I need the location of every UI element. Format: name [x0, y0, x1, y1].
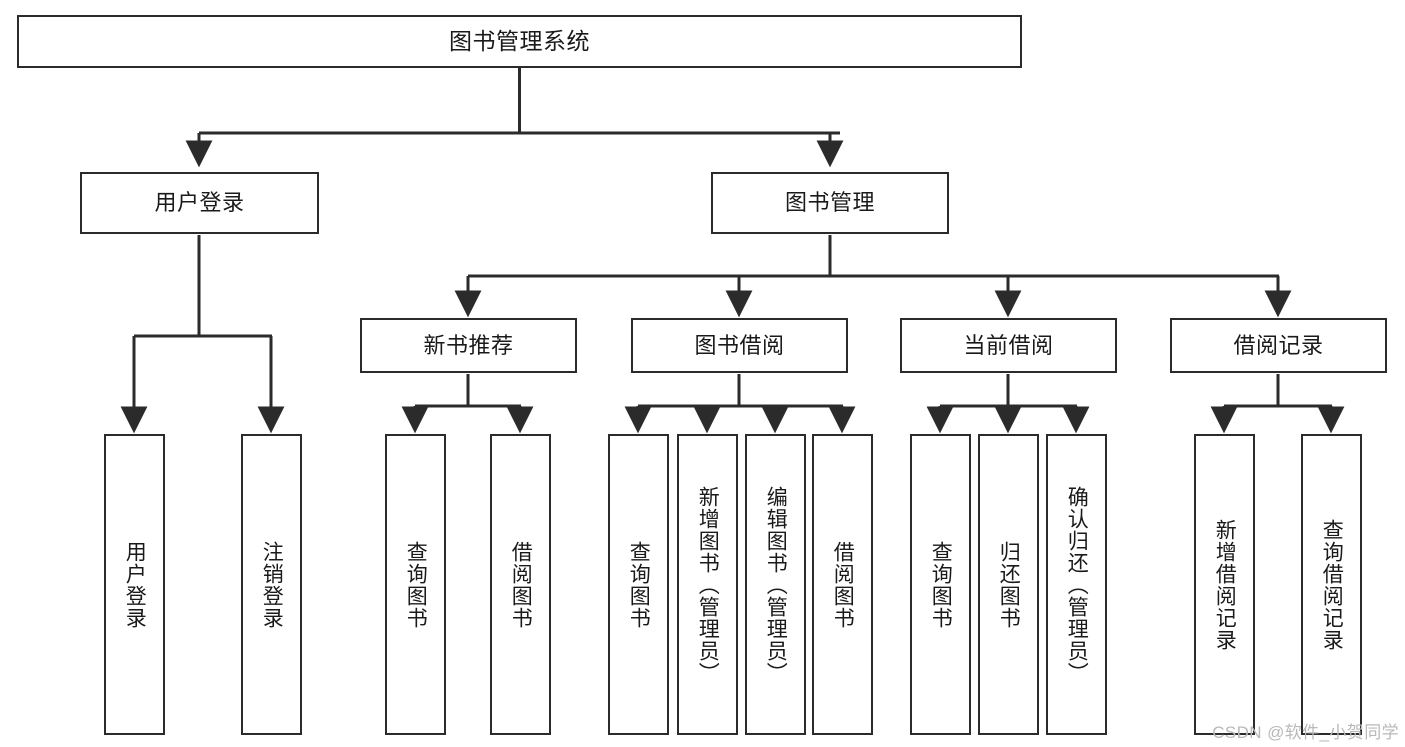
- node-leaf-logout-login-label: 注销登录: [260, 540, 284, 629]
- node-leaf-user-login-label: 用户登录: [123, 540, 147, 629]
- node-leaf-edit-book[interactable]: 编辑图书（管理员）: [745, 434, 806, 735]
- node-leaf-user-login[interactable]: 用户登录: [104, 434, 165, 735]
- node-leaf-logout-login[interactable]: 注销登录: [241, 434, 302, 735]
- node-borrow-record-label: 借阅记录: [1233, 332, 1324, 358]
- node-leaf-borrow-book-2[interactable]: 借阅图书: [812, 434, 873, 735]
- node-user-login-label: 用户登录: [154, 190, 245, 215]
- node-leaf-add-record[interactable]: 新增借阅记录: [1194, 434, 1255, 735]
- node-root-label: 图书管理系统: [449, 28, 590, 54]
- node-leaf-confirm-return-label: 确认归还（管理员）: [1065, 485, 1089, 684]
- node-leaf-query-record-label: 查询借阅记录: [1320, 518, 1344, 651]
- node-leaf-add-book[interactable]: 新增图书（管理员）: [677, 434, 738, 735]
- node-leaf-borrow-book-1-label: 借阅图书: [509, 540, 533, 629]
- node-leaf-add-book-label: 新增图书（管理员）: [696, 485, 720, 684]
- node-current-borrow[interactable]: 当前借阅: [900, 318, 1117, 373]
- node-user-login[interactable]: 用户登录: [80, 172, 319, 234]
- node-book-manage[interactable]: 图书管理: [711, 172, 949, 234]
- node-leaf-return-book-label: 归还图书: [997, 540, 1021, 629]
- node-new-book-recommend[interactable]: 新书推荐: [360, 318, 577, 373]
- node-leaf-return-book[interactable]: 归还图书: [978, 434, 1039, 735]
- csdn-watermark: CSDN @软件_小贺同学: [1212, 723, 1399, 742]
- node-root[interactable]: 图书管理系统: [17, 15, 1022, 68]
- node-leaf-query-book-2-label: 查询图书: [627, 540, 651, 629]
- node-book-borrow-label: 图书借阅: [694, 332, 785, 358]
- node-leaf-query-book-3-label: 查询图书: [929, 540, 953, 629]
- node-leaf-query-book-3[interactable]: 查询图书: [910, 434, 971, 735]
- node-leaf-borrow-book-2-label: 借阅图书: [831, 540, 855, 629]
- node-borrow-record[interactable]: 借阅记录: [1170, 318, 1387, 373]
- node-book-borrow[interactable]: 图书借阅: [631, 318, 848, 373]
- node-leaf-query-book-1[interactable]: 查询图书: [385, 434, 446, 735]
- node-leaf-query-book-1-label: 查询图书: [404, 540, 428, 629]
- node-current-borrow-label: 当前借阅: [963, 332, 1054, 358]
- node-leaf-borrow-book-1[interactable]: 借阅图书: [490, 434, 551, 735]
- node-new-book-recommend-label: 新书推荐: [423, 332, 514, 358]
- node-leaf-query-record[interactable]: 查询借阅记录: [1301, 434, 1362, 735]
- node-leaf-edit-book-label: 编辑图书（管理员）: [764, 485, 788, 684]
- node-leaf-confirm-return[interactable]: 确认归还（管理员）: [1046, 434, 1107, 735]
- node-leaf-add-record-label: 新增借阅记录: [1213, 518, 1237, 651]
- node-leaf-query-book-2[interactable]: 查询图书: [608, 434, 669, 735]
- node-book-manage-label: 图书管理: [784, 190, 875, 215]
